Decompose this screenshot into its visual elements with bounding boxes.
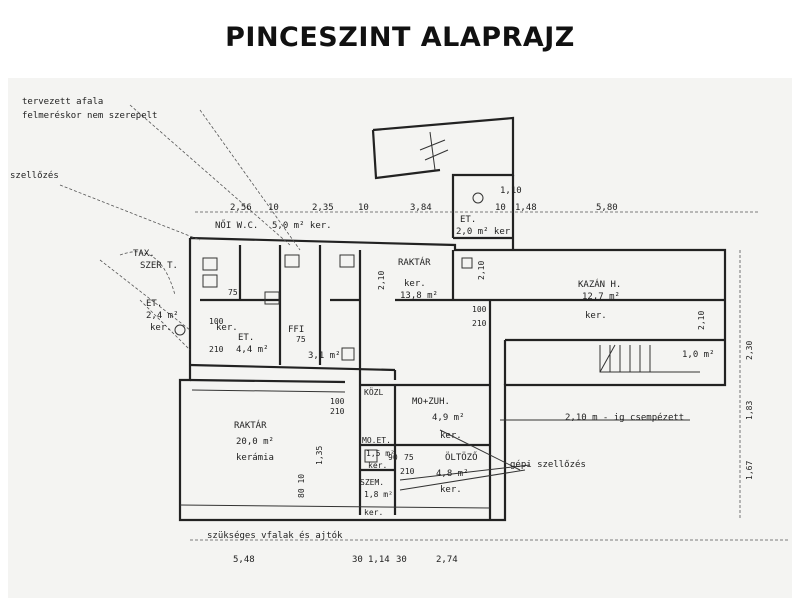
dim-bottom-3: 1,14: [368, 555, 390, 565]
dim-bottom-2: 30: [352, 555, 363, 565]
page-title: PINCESZINT ALAPRAJZ: [225, 22, 575, 53]
room-raktar-top-area: 13,8 m²: [400, 291, 438, 301]
room-raktar-top-floor: ker.: [404, 279, 426, 289]
room-kazan-area: 12,7 m²: [582, 292, 620, 302]
interior-walls: [179, 245, 725, 520]
room-et-left-name: ET.: [146, 299, 162, 309]
room-small-area: 1,0 m²: [682, 350, 715, 360]
room-et-mid-name: ET.: [238, 333, 254, 343]
door-width-6: 75: [404, 453, 414, 462]
dim-top-8: 5,80: [596, 203, 618, 213]
room-mozuh-name: MO+ZUH.: [412, 397, 450, 407]
door-width-1: 100: [209, 317, 224, 326]
note-ventilation-side: szellőzés: [10, 170, 59, 181]
room-oltozo-floor: ker.: [440, 485, 462, 495]
note-required-walls: szükséges vfalak és ajtók: [207, 530, 343, 541]
room-kozl-name: KÖZL: [364, 387, 383, 397]
door-width-2: 100: [330, 397, 345, 406]
door-width-3: 100: [472, 305, 487, 314]
door-width-7: 90: [388, 453, 398, 462]
room-et-left-area: 2,4 m²: [146, 311, 179, 321]
dim-bottom-1: 5,48: [233, 555, 255, 565]
room-et-top-name: ET.: [460, 215, 476, 225]
door-width-5: 75: [296, 335, 306, 344]
dim-top-3: 2,35: [312, 203, 334, 213]
note-tax-sub: SZER T.: [140, 261, 178, 271]
fixtures: [202, 254, 700, 463]
room-oltozo-area: 4,8 m²: [436, 469, 469, 479]
note-planned-wall: tervezett afala: [22, 97, 103, 107]
room-mo-et-area: 1,5 m²: [366, 449, 395, 458]
room-mozuh-floor: ker.: [440, 431, 462, 441]
dim-right-3: 1,67: [745, 461, 754, 480]
room-et-mid-floor: ker.: [216, 323, 238, 333]
door-height-2: 210: [330, 407, 345, 416]
room-et-left-floor: ker.: [150, 323, 172, 333]
note-not-in-survey: felmeréskor nem szerepelt: [22, 110, 157, 121]
room-kazan-floor: ker.: [585, 311, 607, 321]
dim-top-9: 1,10: [500, 186, 522, 196]
door-height-10: 2,10: [697, 311, 706, 330]
dim-top-5: 3,84: [410, 203, 432, 213]
room-noi-wc-area: 5,0 m² ker.: [272, 221, 332, 231]
door-height-1: 210: [209, 345, 224, 354]
room-mozuh-area: 4,9 m²: [432, 413, 465, 423]
room-oltozo-name: ÖLTÖZŐ: [445, 452, 478, 463]
room-mo-et-name: MO.ET.: [362, 436, 391, 445]
dim-right-1: 2,30: [745, 341, 754, 360]
note-tax: TAX.: [133, 249, 155, 259]
room-raktar-main-area: 20,0 m²: [236, 437, 274, 447]
floor-plan-background: [8, 78, 792, 598]
wall-thickness: 80 10: [297, 474, 306, 498]
door-height-8: 2,10: [377, 271, 386, 290]
door-height-11: 1,35: [315, 446, 324, 465]
room-raktar-top-name: RAKTÁR: [398, 256, 431, 268]
room-szem-area: 1,8 m²: [364, 490, 393, 499]
dim-top-7: 1,48: [515, 203, 537, 213]
door-width-4: 75: [228, 288, 238, 297]
room-mo-et-floor: ker.: [368, 461, 387, 470]
dim-right-2: 1,83: [745, 401, 754, 420]
room-et-mid-area: 4,4 m²: [236, 345, 269, 355]
room-raktar-main-name: RAKTÁR: [234, 419, 267, 431]
note-mechanical-ventilation: gépi szellőzés: [510, 459, 586, 470]
door-height-3: 210: [472, 319, 487, 328]
annotation-lines: [59, 104, 790, 541]
room-kazan-name: KAZÁN H.: [578, 278, 621, 290]
dim-top-4: 10: [358, 203, 369, 213]
room-ffi-area: 3,1 m²: [308, 351, 341, 361]
room-ffi-name: FFI: [288, 325, 304, 335]
outer-walls: [178, 175, 727, 522]
room-et-top-area: 2,0 m² ker.: [456, 227, 516, 237]
room-szem-floor: ker.: [364, 508, 383, 517]
dim-bottom-5: 2,74: [436, 555, 458, 565]
note-tiling: 2,10 m - ig csempézett: [565, 412, 684, 423]
dim-top-6: 10: [495, 203, 506, 213]
door-height-6: 210: [400, 467, 415, 476]
dim-top-1: 2,56: [230, 203, 252, 213]
dim-bottom-4: 30: [396, 555, 407, 565]
room-noi-wc-name: NŐI W.C.: [215, 220, 258, 231]
door-height-9: 2,10: [477, 261, 486, 280]
room-raktar-main-floor: kerámia: [236, 453, 274, 463]
stair-tower: [371, 116, 515, 238]
dim-top-2: 10: [268, 203, 279, 213]
room-szem-name: SZEM.: [360, 478, 384, 487]
